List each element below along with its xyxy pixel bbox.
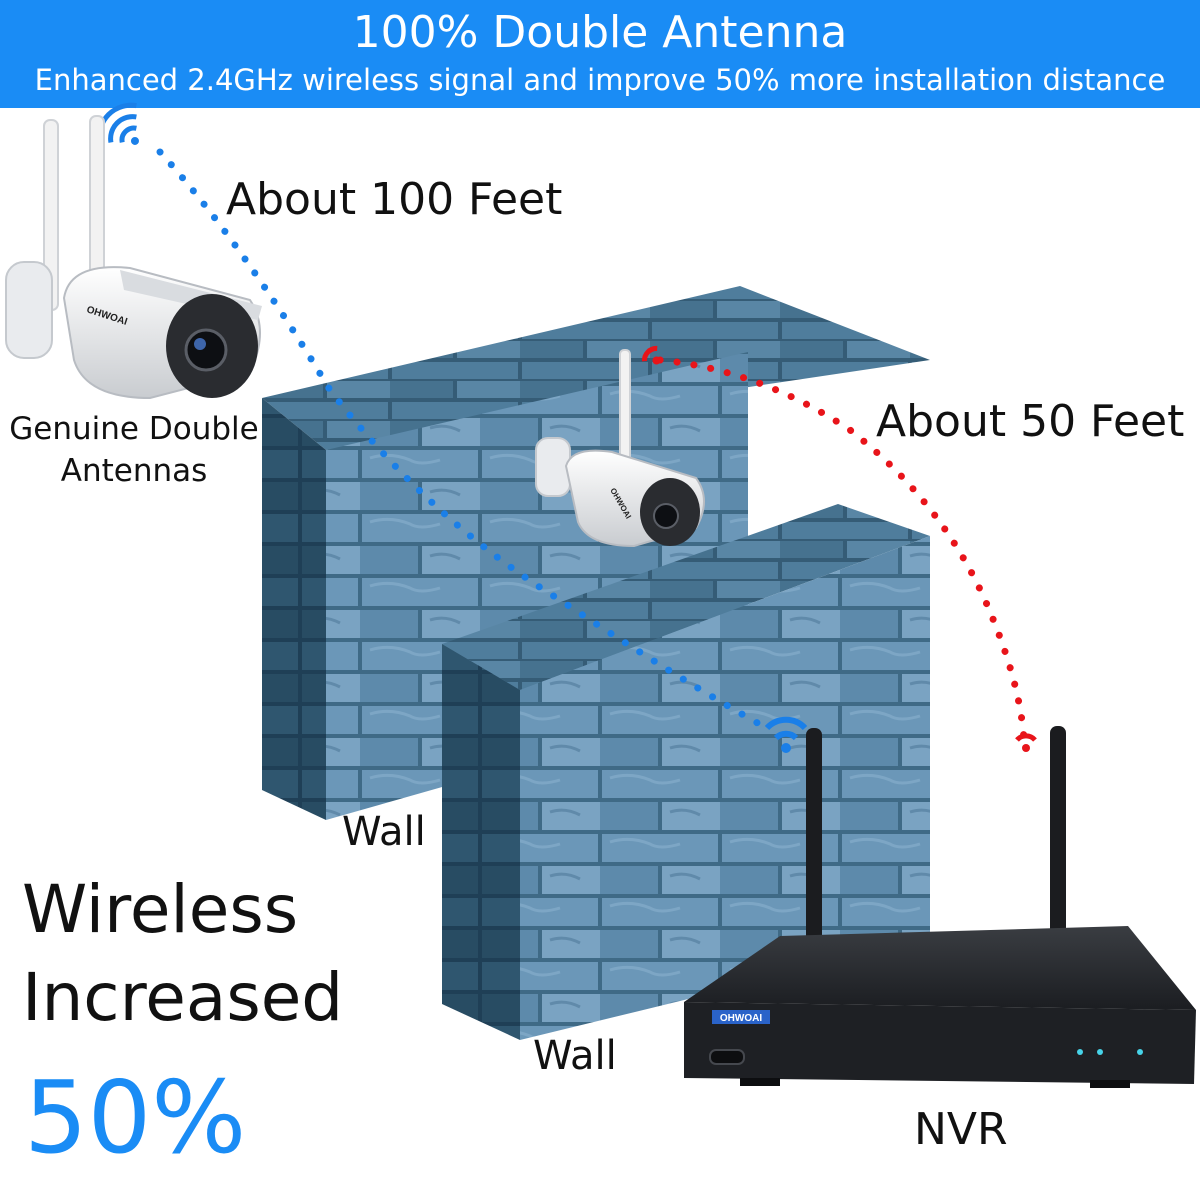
distance-label-100: About 100 Feet [226,174,563,225]
camera-mount [5,261,53,359]
nvr-logo-badge [712,1010,770,1024]
camera-mount-small [535,437,571,497]
nvr-antenna-right [1050,726,1066,956]
wall-front-top [442,504,930,690]
wall-back-side [262,398,326,820]
headline-line2: Increased [22,959,344,1036]
wifi-icon-nvr-blue [764,716,808,753]
antenna-single [619,349,631,471]
wall-front-face [520,536,930,1040]
nvr-foot-left [740,1078,780,1086]
nvr-foot-right [1090,1080,1130,1088]
banner-subtitle: Enhanced 2.4GHz wireless signal and impr… [34,63,1166,97]
nvr-led-3 [1137,1049,1143,1055]
nvr-antenna-left [806,728,822,958]
camera-caption: Genuine Double Antennas [9,411,259,489]
wifi-icon-nvr-red [1015,733,1037,752]
banner-title: 100% Double Antenna [352,7,848,58]
nvr-label: NVR [914,1104,1008,1155]
headline-line1: Wireless [22,871,299,948]
header-banner: 100% Double Antenna Enhanced 2.4GHz wire… [0,0,1200,108]
wall-front [442,504,930,1040]
camera-lens-small [653,503,679,529]
nvr-front [684,1002,1196,1084]
nvr-top [684,926,1196,1010]
nvr-usb-port [709,1049,745,1065]
camera-single-antenna: OHWOAI [535,349,705,548]
nvr-led-1 [1077,1049,1083,1055]
headline-percent: 50% [24,1059,247,1176]
camera-lens [184,328,228,372]
headline: Wireless Increased [22,866,343,1042]
wall-front-side [442,644,520,1040]
signal-path-red [656,356,1028,744]
nvr-logo: OHWOAI [720,1013,762,1024]
distance-label-50: About 50 Feet [876,396,1185,447]
wall-back-top [262,286,930,450]
wall-label-front: Wall [533,1033,617,1079]
wall-label-back: Wall [342,809,426,855]
nvr-led-2 [1097,1049,1103,1055]
wifi-icon-camera-red [641,345,661,365]
camera-double-antenna: OHWOAI [5,115,262,400]
nvr-device: OHWOAI [684,726,1196,1088]
